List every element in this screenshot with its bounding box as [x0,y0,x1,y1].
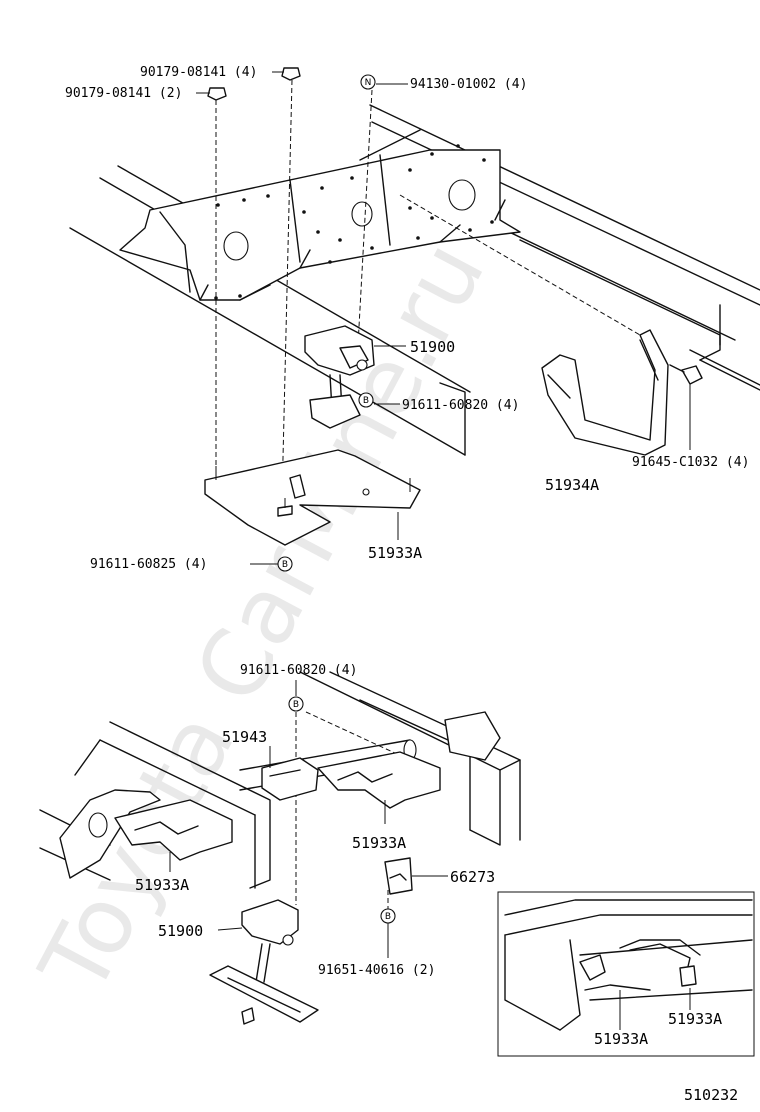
svg-text:B: B [363,396,369,406]
label-part-51943: 51943 [222,728,267,746]
nut-90179-left-icon [207,87,227,101]
bracket-51934A [541,329,703,456]
spare-carrier-51900-bottom [209,899,319,1025]
svg-text:B: B [282,560,288,570]
label-bolt-c: 91645-C1032 (4) [632,455,749,470]
svg-text:N: N [365,78,372,88]
top-labels: 90179-08141 (4) 90179-08141 (2) N 94130-… [65,65,749,572]
diagram-code: 510232 [684,1086,738,1104]
badge-b-top-1: B [358,392,374,408]
bottom-labels: 91611-60820 (4) B 51943 51933A 51933A 66… [135,663,495,978]
badge-n: N [360,74,376,90]
label-plate-51933A-top: 51933A [368,544,422,562]
inset-labels: 51933A 51933A [594,988,722,1048]
top-frame-assembly [69,79,760,501]
inset-detail [497,891,755,1057]
label-nut-b: 90179-08141 (2) [65,86,182,101]
nut-90179-top-icon [281,67,301,81]
plate-51933A-right [317,751,441,809]
part-51943 [261,757,319,801]
plate-51933A-top [204,449,421,546]
label-bolt-bottom: 91651-40616 (2) [318,963,435,978]
label-carrier-51900-top: 51900 [410,338,455,356]
label-inset-right: 51933A [668,1010,722,1028]
label-carrier-51900-bottom: 51900 [158,922,203,940]
spare-carrier-51900-top [304,325,375,429]
label-bolt-b: 91611-60820 (4) [402,398,519,413]
badge-b-bottom-1: B [288,696,304,712]
label-bolt-top: 91611-60820 (4) [240,663,357,678]
label-rivet-n: 94130-01002 (4) [410,77,527,92]
badge-b-bottom-2: B [380,908,396,924]
label-plate-right: 51933A [352,834,406,852]
plate-51933A-left [114,799,233,861]
clip-66273 [384,857,413,895]
inset-frame [497,891,755,1057]
label-inset-left: 51933A [594,1030,648,1048]
svg-text:B: B [385,912,391,922]
bottom-frame-assembly [39,671,521,912]
label-bracket-51934A: 51934A [545,476,599,494]
label-bolt-d: 91611-60825 (4) [90,557,207,572]
label-nut-a: 90179-08141 (4) [140,65,257,80]
label-part-66273: 66273 [450,868,495,886]
label-plate-left: 51933A [135,876,189,894]
svg-text:B: B [293,700,299,710]
badge-b-top-2: B [277,556,293,572]
